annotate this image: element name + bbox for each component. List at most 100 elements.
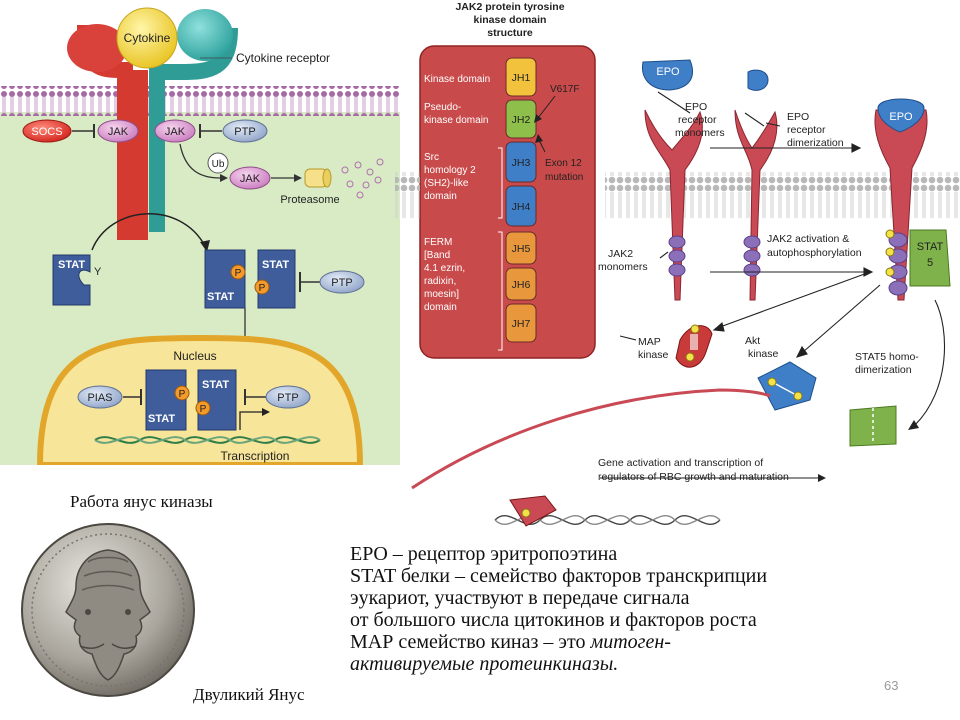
akt-kinase-icon	[757, 361, 817, 411]
text-line-4: от большого числа цитокинов и факторов р…	[350, 609, 757, 631]
stat5-homodimerization-label: STAT5 homo-	[855, 351, 919, 363]
cytokine-label: Cytokine	[124, 31, 171, 45]
svg-text:homology 2: homology 2	[424, 165, 476, 176]
text-line-3: эукариот, участвуют в передаче сигнала	[350, 587, 690, 609]
domain-box-jh3	[505, 141, 537, 183]
svg-text:P: P	[179, 389, 186, 400]
pseudokinase-label: Pseudo-	[424, 102, 461, 113]
transcription-label: Transcription	[221, 449, 290, 463]
ubiquitin-label: Ub	[212, 159, 225, 170]
jak2-monomers-label: JAK2	[608, 248, 633, 260]
svg-text:kinase domain: kinase domain	[424, 115, 488, 126]
receptor-dimer	[874, 109, 928, 301]
transcription-factor-icon	[509, 495, 557, 527]
svg-text:monomers: monomers	[675, 127, 725, 139]
svg-text:5: 5	[927, 257, 933, 269]
jak2-monomer-beads	[668, 235, 761, 277]
receptor-monomers-label: EPO	[685, 101, 707, 113]
ptp-nuclear	[265, 385, 311, 409]
ferm-label: FERM	[424, 237, 452, 248]
socs-label: SOCS	[31, 126, 62, 138]
svg-text:receptor: receptor	[678, 114, 717, 126]
socs-protein	[22, 119, 72, 143]
degraded-fragments	[341, 158, 384, 199]
stat-free-label: STAT	[58, 259, 85, 271]
janus-coin-image	[21, 523, 195, 697]
stat-dimer-bottom-label: STAT	[207, 291, 234, 303]
pias-label: PIAS	[87, 392, 112, 404]
svg-text:kinase: kinase	[638, 349, 669, 361]
ptp-top-label: PTP	[234, 126, 255, 138]
jak-ub-label: JAK	[240, 173, 261, 185]
svg-text:kinase domain: kinase domain	[474, 14, 547, 26]
svg-text:P: P	[259, 283, 266, 294]
sh2-label: Src	[424, 152, 439, 163]
proteasome-label: Proteasome	[280, 194, 339, 206]
svg-text:receptor: receptor	[787, 124, 826, 136]
receptor-monomer-1	[644, 109, 703, 301]
epo-ligand-2	[877, 98, 925, 133]
page-number: 63	[884, 678, 899, 693]
domain-label-jh3: JH3	[512, 157, 531, 169]
cell-membrane	[0, 86, 400, 116]
phospho-p2	[254, 279, 270, 295]
jak-left	[97, 119, 139, 143]
text-line-6: активируемые протеинкиназы.	[350, 653, 619, 675]
pias	[77, 385, 123, 409]
nuclear-envelope-arc	[411, 388, 771, 490]
svg-text:radixin,: radixin,	[424, 276, 456, 287]
ptp-top	[222, 119, 268, 143]
svg-text:P: P	[200, 404, 207, 415]
stat-y-label: Y	[94, 266, 102, 278]
domain-box-jh6	[505, 267, 537, 301]
svg-text:4.1 ezrin,: 4.1 ezrin,	[424, 263, 465, 274]
nucleus-label: Nucleus	[173, 349, 216, 363]
svg-text:monomers: monomers	[598, 261, 648, 273]
jak2-activation-label: JAK2 activation &	[767, 233, 849, 245]
ptp-mid	[319, 270, 365, 294]
text-line-5: МАР семейство киназ – это митоген-	[350, 631, 671, 653]
domain-box-jh4	[505, 185, 537, 227]
dimerization-label: EPO	[787, 111, 809, 123]
jak2-title-line1: JAK2 protein tyrosine	[455, 1, 564, 13]
epo-ligand-1	[641, 59, 693, 91]
svg-text:P: P	[235, 268, 242, 279]
map-kinase-label: MAP	[638, 336, 661, 348]
text-line-2: STAT белки – семейство факторов транскри…	[350, 565, 768, 587]
jak2-domain-structure: JAK2 protein tyrosine kinase domain stru…	[419, 1, 596, 359]
svg-text:domain: domain	[424, 302, 457, 313]
receptor-teal-head	[177, 9, 233, 61]
svg-text:EPO: EPO	[889, 111, 913, 123]
svg-text:autophosphorylation: autophosphorylation	[767, 247, 862, 259]
gene-activation-label: Gene activation and transcription of	[598, 457, 763, 469]
domain-label-jh7: JH7	[512, 318, 531, 330]
receptor-red-head	[67, 24, 127, 72]
domain-label-jh5: JH5	[512, 243, 531, 255]
svg-text:mutation: mutation	[545, 172, 583, 183]
svg-text:structure: structure	[487, 27, 533, 39]
cytokine-receptor-label: Cytokine receptor	[236, 51, 330, 65]
domain-box-jh5	[505, 231, 537, 265]
domain-label-jh4: JH4	[512, 201, 531, 213]
janus-kinase-caption: Работа янус киназы	[70, 492, 213, 511]
svg-text:STAT: STAT	[202, 379, 229, 391]
svg-text:kinase: kinase	[748, 348, 779, 360]
jak2-dimer-beads	[888, 232, 908, 296]
domain-box-jh7	[505, 303, 537, 343]
receptor-monomer-2	[734, 109, 778, 301]
cytokine-signaling-diagram: Cytokine Cytokine receptor SOCS JAK JAK …	[0, 7, 400, 465]
svg-text:regulators of RBC growth and m: regulators of RBC growth and maturation	[598, 471, 789, 483]
svg-text:[Band: [Band	[424, 250, 450, 261]
nuclear-stat-left	[145, 369, 187, 431]
svg-text:(SH2)-like: (SH2)-like	[424, 178, 469, 189]
v617f-label: V617F	[550, 84, 579, 95]
kinase-domain-label: Kinase domain	[424, 74, 490, 85]
domain-box-jh1	[505, 57, 537, 97]
domain-label-jh2: JH2	[512, 114, 531, 126]
jak-ubiquitinated	[229, 166, 271, 190]
cytokine-ligand	[116, 7, 178, 69]
jak-left-label: JAK	[108, 126, 129, 138]
epo-receptor-diagram: EPO EPO STAT 5 EPO receptor monomers EPO…	[395, 59, 960, 527]
stat5-protein	[909, 229, 951, 287]
